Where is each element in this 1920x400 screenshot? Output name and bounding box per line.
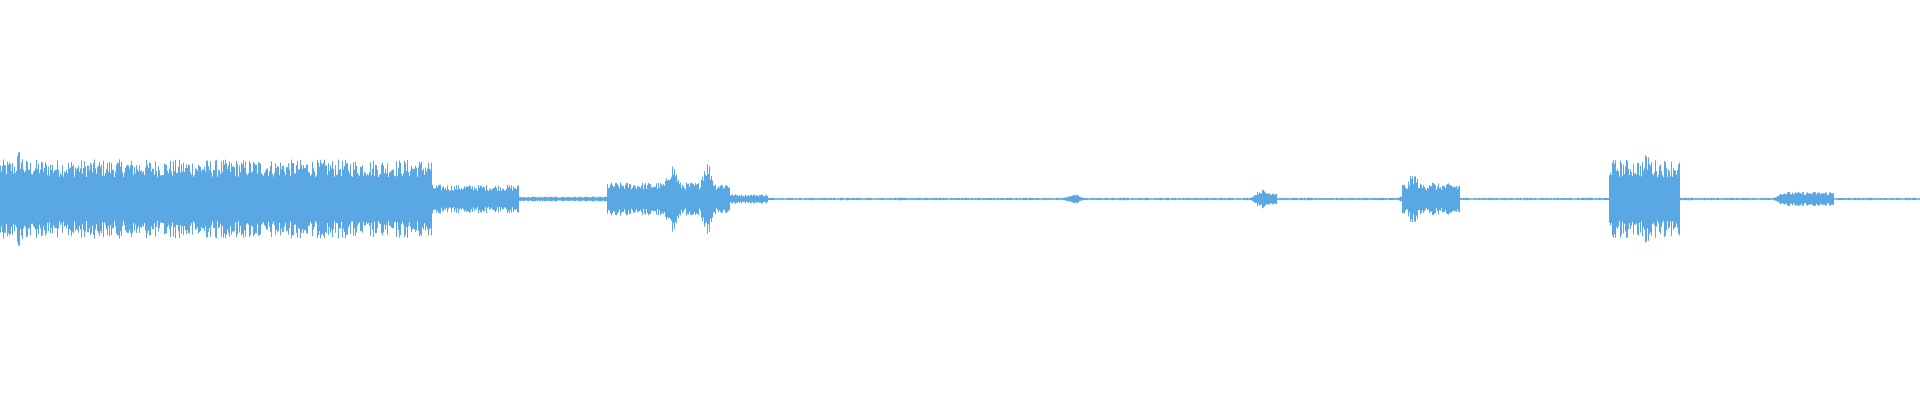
waveform-bars (0, 152, 1920, 246)
